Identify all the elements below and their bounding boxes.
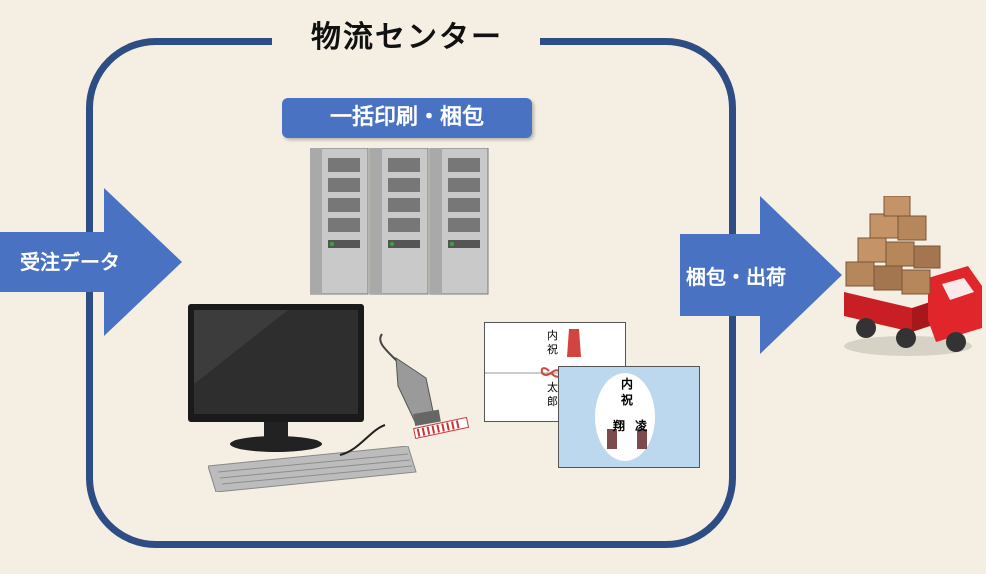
noshi1-text1: 内 <box>547 329 558 342</box>
computer-monitor-icon <box>188 304 364 452</box>
input-arrow-icon <box>0 188 182 336</box>
process-label: 一括印刷・梱包 <box>282 98 532 138</box>
noshi2-text3: 翔 <box>613 419 626 433</box>
noshi1-text4: 郎 <box>547 395 558 408</box>
noshi-pattern-icon <box>595 373 655 461</box>
output-arrow-label: 梱包・出荷 <box>686 265 786 289</box>
input-arrow-label: 受注データ <box>20 250 120 274</box>
noshi2-text2: 祝 <box>621 393 634 407</box>
server-rack-icon <box>310 148 489 295</box>
noshi2-text4: 凌 <box>635 419 648 433</box>
keyboard-icon <box>208 446 417 492</box>
barcode-scanner-icon <box>379 333 470 440</box>
cable-icon <box>339 424 386 456</box>
page-title: 物流センター <box>311 20 503 55</box>
title-gap <box>272 20 540 60</box>
output-arrow-icon <box>680 196 842 354</box>
noshi1-text2: 祝 <box>547 343 558 356</box>
noshi-card-2: 内 祝 翔 凌 <box>558 366 700 468</box>
truck-icon <box>844 196 982 356</box>
noshi1-text3: 太 <box>547 381 558 394</box>
noshi2-text1: 内 <box>621 377 634 391</box>
